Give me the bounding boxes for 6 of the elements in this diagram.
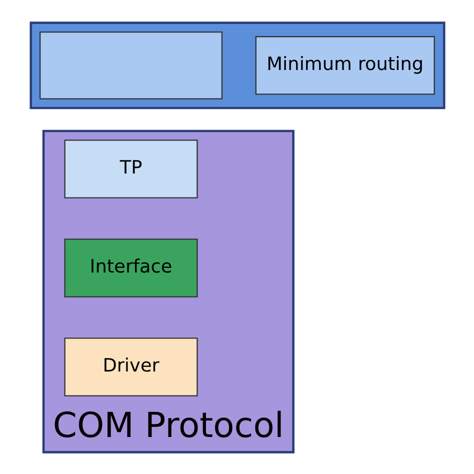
node-box: Minimum routing	[254, 36, 434, 94]
node-box	[39, 30, 222, 99]
node-box: Driver	[64, 337, 198, 396]
cluster	[29, 21, 445, 109]
node-box: TP	[64, 139, 198, 198]
node-box: Interface	[64, 238, 198, 297]
